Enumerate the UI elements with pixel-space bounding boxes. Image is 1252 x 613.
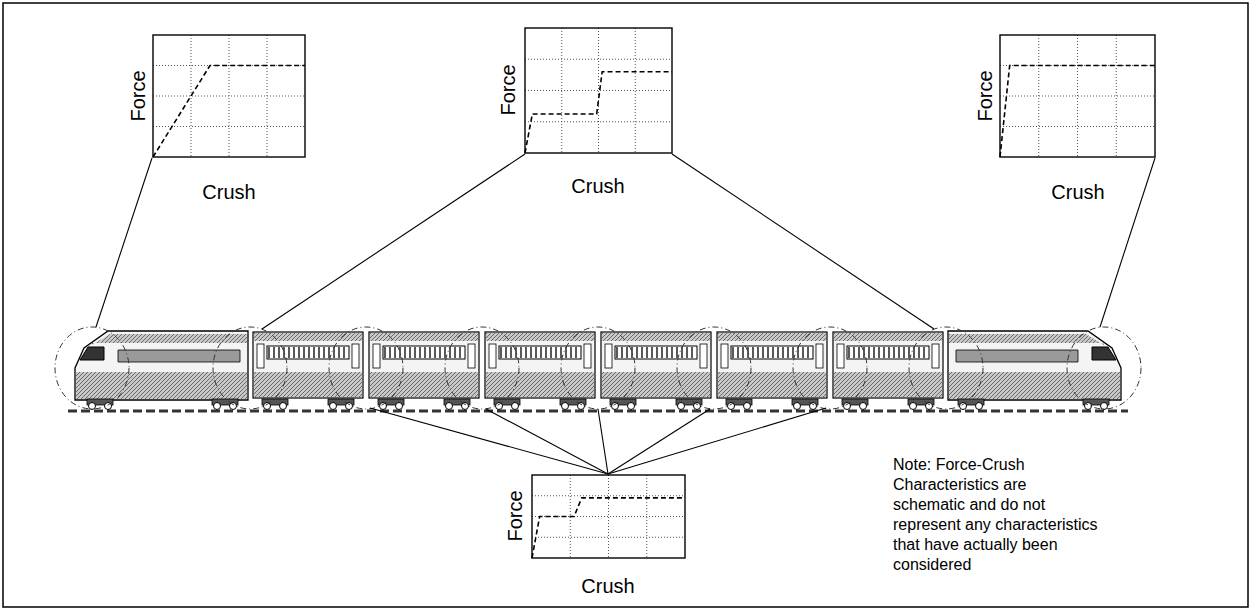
force-crush-plot: [1000, 35, 1155, 157]
y-axis-label: Force: [975, 70, 995, 121]
coach: [833, 332, 943, 410]
force-crush-plot: [153, 35, 305, 157]
leader-line: [672, 154, 934, 329]
force-crush-chart: ForceCrush: [493, 20, 685, 200]
leader-line: [486, 409, 608, 474]
x-axis-label: Crush: [202, 182, 255, 202]
train: [55, 327, 1141, 411]
leader-line: [598, 409, 608, 474]
impact-zone: [909, 327, 983, 409]
force-crush-chart: ForceCrush: [498, 465, 695, 601]
leader-line: [608, 409, 710, 474]
coach: [253, 332, 363, 410]
force-crush-curve: [153, 66, 305, 158]
x-axis-label: Crush: [1051, 182, 1104, 202]
power-car: [948, 331, 1121, 410]
y-axis-label: Force: [498, 64, 518, 115]
impact-zone: [329, 327, 403, 409]
force-crush-curve: [1000, 66, 1155, 158]
force-crush-chart: ForceCrush: [118, 25, 318, 210]
leader-line: [96, 158, 152, 327]
x-axis-label: Crush: [571, 176, 624, 196]
force-crush-curve: [532, 498, 685, 558]
note: Note: Force-Crush Characteristics are sc…: [893, 455, 1098, 575]
coach: [601, 332, 711, 410]
impact-zone: [213, 327, 287, 409]
coach: [369, 332, 479, 410]
impact-zone: [1067, 327, 1141, 409]
y-axis-label: Force: [128, 70, 148, 121]
leader-lines: [96, 154, 1155, 474]
force-crush-chart: ForceCrush: [968, 25, 1165, 210]
impact-zone: [55, 327, 129, 409]
impact-zone: [677, 327, 751, 409]
power-car: [75, 331, 248, 410]
leader-line: [370, 408, 608, 474]
x-axis-label: Crush: [581, 576, 634, 596]
coach: [485, 332, 595, 410]
leader-line: [608, 408, 826, 474]
force-crush-curve: [525, 72, 672, 153]
frame: [3, 3, 1248, 607]
leader-line: [1100, 158, 1155, 327]
force-crush-plot: [525, 28, 672, 153]
coach: [717, 332, 827, 410]
leader-line: [262, 154, 525, 329]
impact-zone: [561, 327, 635, 409]
y-axis-label: Force: [505, 490, 525, 541]
impact-zone: [793, 327, 867, 409]
force-crush-plot: [532, 475, 685, 558]
impact-zone: [445, 327, 519, 409]
